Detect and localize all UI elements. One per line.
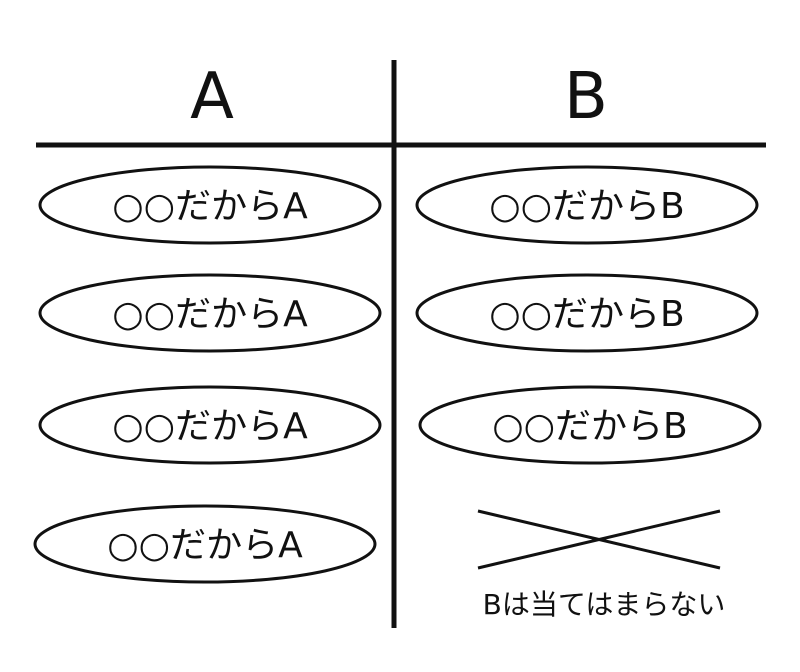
column-a-item: ○○だからA [38,385,382,465]
cross-mark-icon [477,509,721,570]
column-b-item-label: ○○だからB [489,186,685,227]
column-a-item-label: ○○だからA [112,406,308,447]
column-b-item: ○○だからB [415,273,759,353]
column-header-b: B [564,60,608,134]
column-b-item: ○○だからB [418,385,762,465]
column-b-item-label: ○○だからB [492,406,688,447]
column-a-item-label: ○○だからA [112,186,308,227]
column-a-item: ○○だからA [38,273,382,353]
column-b-item: ○○だからB [415,165,759,245]
column-header-a: A [190,60,234,134]
column-b-item-label: ○○だからB [489,294,685,335]
column-a-item: ○○だからA [33,504,377,584]
column-a-item: ○○だからA [38,165,382,245]
column-a-item-label: ○○だからA [107,525,303,566]
column-a-item-label: ○○だからA [112,294,308,335]
not-applicable-note: Bは当てはまらない [483,588,726,621]
